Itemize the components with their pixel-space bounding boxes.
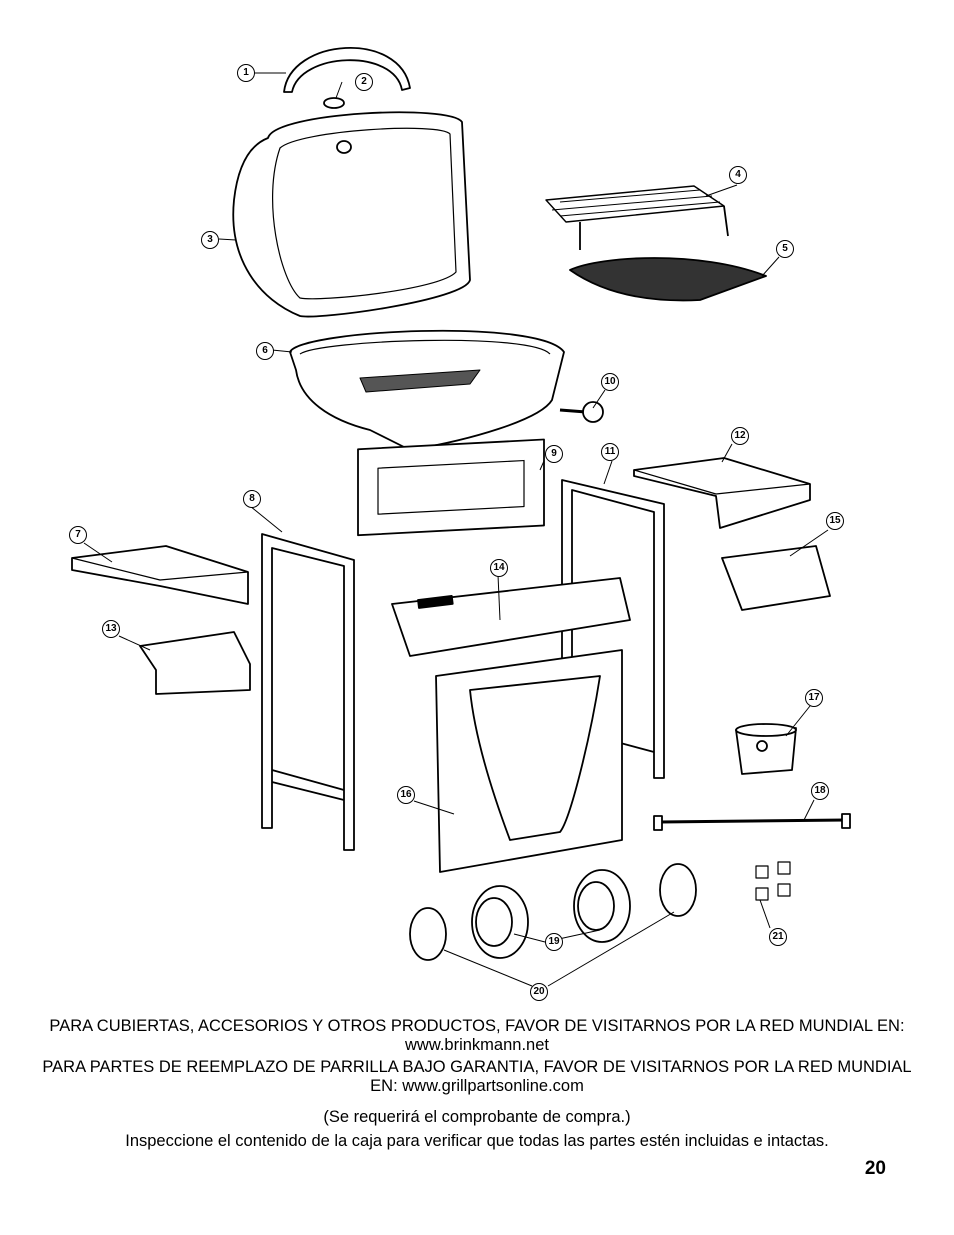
callout-4: 4 — [729, 166, 747, 184]
footer-line-3: (Se requerirá el comprobante de compra.) — [323, 1108, 631, 1126]
part-axle — [659, 818, 847, 824]
footer-line-2: PARA PARTES DE REEMPLAZO DE PARRILLA BAJ… — [42, 1058, 912, 1095]
callout-7: 7 — [69, 526, 87, 544]
callout-14: 14 — [490, 559, 508, 577]
callout-10: 10 — [601, 373, 619, 391]
part-nut — [323, 97, 345, 109]
part-wheel-right — [573, 869, 631, 943]
exploded-parts-diagram — [71, 46, 851, 987]
callout-2: 2 — [355, 73, 373, 91]
callout-11: 11 — [601, 443, 619, 461]
part-handle — [283, 46, 411, 93]
part-right-bracket — [721, 545, 831, 611]
part-front-panel — [357, 438, 545, 537]
callout-17: 17 — [805, 689, 823, 707]
footer-line-4: Inspeccione el contenido de la caja para… — [125, 1132, 829, 1150]
part-hubcap-left — [409, 907, 447, 961]
callout-9: 9 — [545, 445, 563, 463]
footer-line-1: PARA CUBIERTAS, ACCESORIOS Y OTROS PRODU… — [49, 1017, 905, 1054]
callout-5: 5 — [776, 240, 794, 258]
part-cooking-grid — [569, 257, 767, 302]
callout-6: 6 — [256, 342, 274, 360]
callout-1: 1 — [237, 64, 255, 82]
part-left-bracket — [139, 631, 251, 695]
page-number: 20 — [864, 1158, 886, 1179]
part-door — [435, 649, 623, 873]
callout-19: 19 — [545, 933, 563, 951]
part-left-shelf — [71, 545, 249, 605]
part-control-panel — [391, 577, 631, 657]
callout-8: 8 — [243, 490, 261, 508]
callout-15: 15 — [826, 512, 844, 530]
callout-20: 20 — [530, 983, 548, 1001]
callout-13: 13 — [102, 620, 120, 638]
part-clips — [755, 861, 791, 901]
part-left-frame — [261, 533, 355, 851]
callout-18: 18 — [811, 782, 829, 800]
callout-12: 12 — [731, 427, 749, 445]
callout-21: 21 — [769, 928, 787, 946]
callout-16: 16 — [397, 786, 415, 804]
part-lid — [232, 111, 471, 318]
part-control-knob — [559, 408, 587, 414]
callout-3: 3 — [201, 231, 219, 249]
part-wheel-left — [471, 885, 529, 959]
part-hubcap-right — [659, 863, 697, 917]
part-firebox — [289, 329, 565, 451]
